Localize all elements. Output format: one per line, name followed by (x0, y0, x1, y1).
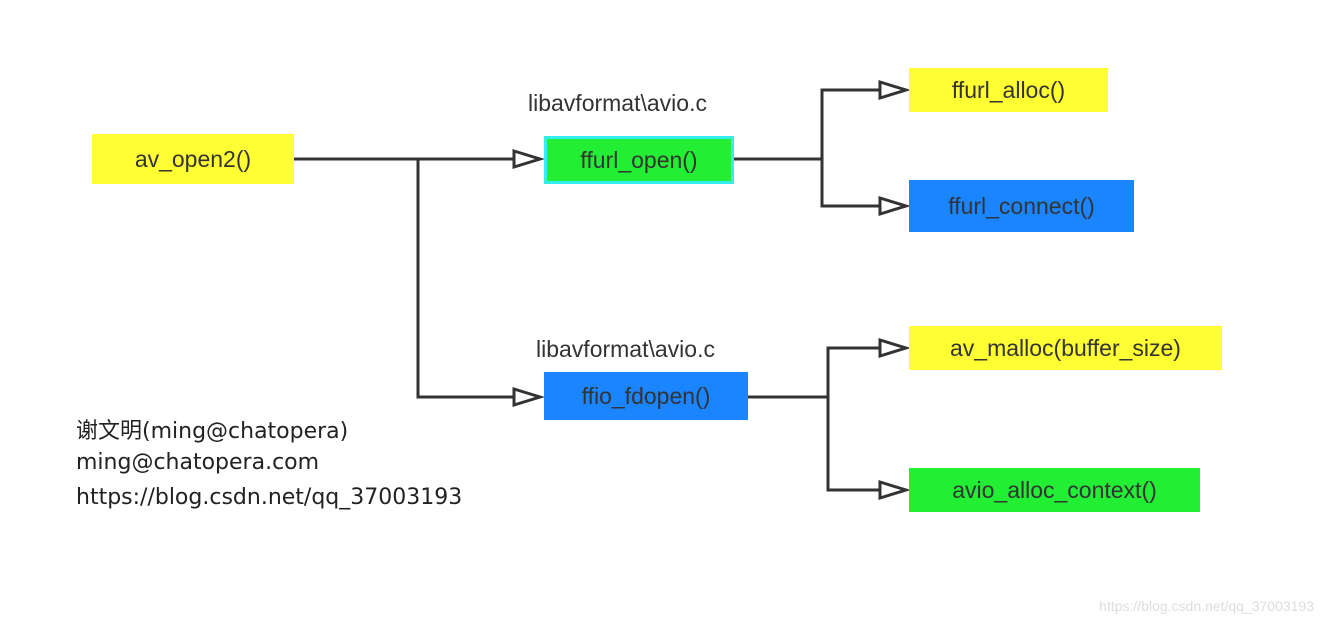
author-url: https://blog.csdn.net/qq_37003193 (76, 485, 463, 510)
file-label-bottom: libavformat\avio.c (536, 336, 715, 362)
node-avio-alloc-context: avio_alloc_context() (909, 468, 1200, 512)
arrowhead-avio-alloc-context (878, 479, 912, 501)
file-label-top: libavformat\avio.c (528, 90, 707, 116)
author-name: 谢文明(ming@chatopera) (76, 419, 349, 444)
author-email: ming@chatopera.com (76, 450, 320, 475)
arrowhead-ffio-fdopen (512, 386, 546, 408)
arrowhead-ffurl-connect (878, 195, 912, 217)
node-ffurl-connect: ffurl_connect() (909, 180, 1134, 232)
node-ffurl-open: ffurl_open() (544, 136, 734, 184)
node-av-open2: av_open2() (92, 134, 294, 184)
watermark: https://blog.csdn.net/qq_37003193 (1099, 598, 1314, 614)
node-ffurl-alloc: ffurl_alloc() (909, 68, 1108, 112)
edge-av-open2-ffio-fdopen (416, 159, 514, 399)
arrowhead-ffurl-alloc (878, 79, 912, 101)
edge-ffio-fdopen-branches (826, 346, 880, 492)
arrowhead-ffurl-open (512, 148, 546, 170)
edge-ffurl-open-branches (820, 88, 880, 208)
arrowhead-av-malloc (878, 337, 912, 359)
node-ffio-fdopen: ffio_fdopen() (544, 372, 748, 420)
node-av-malloc: av_malloc(buffer_size) (909, 326, 1222, 370)
